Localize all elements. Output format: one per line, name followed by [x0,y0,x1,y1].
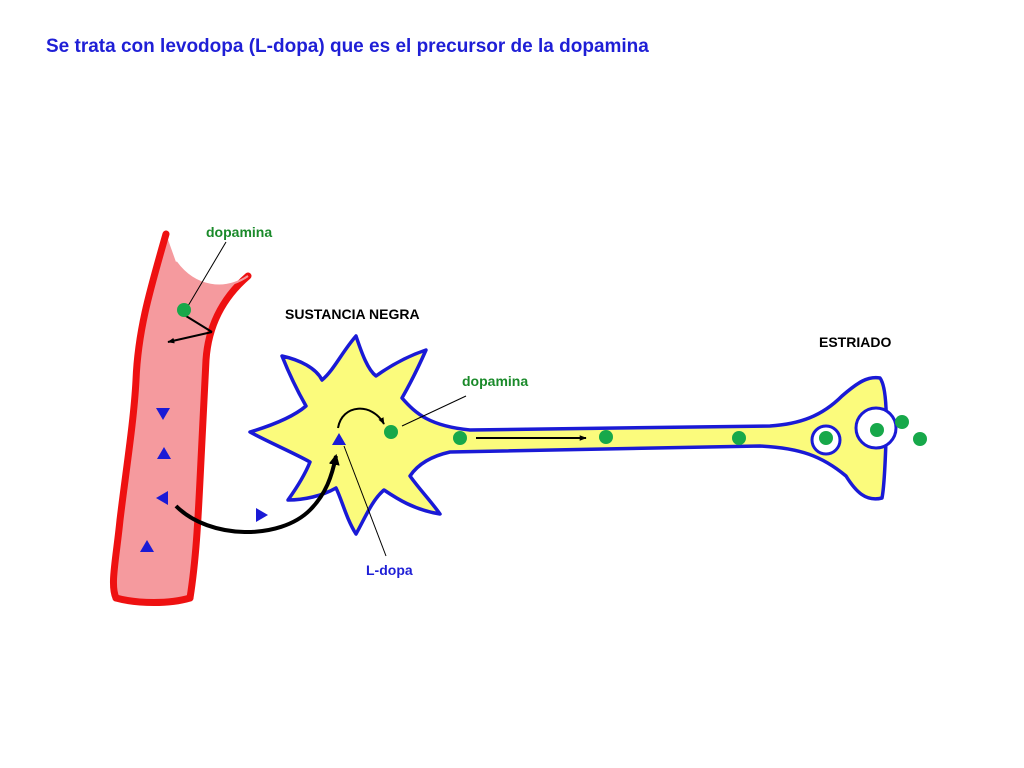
slide-title: Se trata con levodopa (L-dopa) que es el… [46,36,649,57]
label-striatum: ESTRIADO [819,334,891,350]
leader-line-ldopa [343,445,387,557]
label-neuron-dopamine: dopamina [462,373,528,389]
ldopa-uptake-arrow [174,453,340,534]
ldopa-triangle [156,491,168,505]
vessel-wall-left [109,230,170,602]
label-substantia-nigra: SUSTANCIA NEGRA [285,306,420,322]
label-ldopa: L-dopa [366,562,413,578]
dopamine-dot [732,431,746,445]
vessel-opening-edge [175,261,249,287]
ldopa-triangle [140,540,154,552]
ldopa-triangle [256,508,268,522]
dopamine-dot [453,431,467,445]
vessel-dopamine-blocked-arrow [167,331,213,344]
ldopa-triangle-in-neuron [332,433,346,445]
ldopa-triangle [157,447,171,459]
vessel-dopamine-arrow [185,315,213,333]
dopamine-dot-released [913,432,927,446]
dopamine-dot-released [895,415,909,429]
dopaminergic-neuron [248,334,889,536]
dopamine-dot [599,430,613,444]
ldopa-to-dopamine-arrow [337,407,385,429]
leader-line-neuron-dopamine [401,395,467,427]
label-vessel-dopamine: dopamina [206,224,272,240]
vessel-wall-bottom [112,594,194,606]
dopamine-dot [384,425,398,439]
leader-line-vessel-dopamine [187,241,227,307]
dopamine-dot [177,303,191,317]
blood-vessel [109,230,252,606]
dopamine-dot-in-vesicle [819,431,833,445]
vessel-wall-right [186,272,252,602]
dopamine-dot-released [870,423,884,437]
ldopa-triangle [156,408,170,420]
vessel-lumen [113,234,248,603]
